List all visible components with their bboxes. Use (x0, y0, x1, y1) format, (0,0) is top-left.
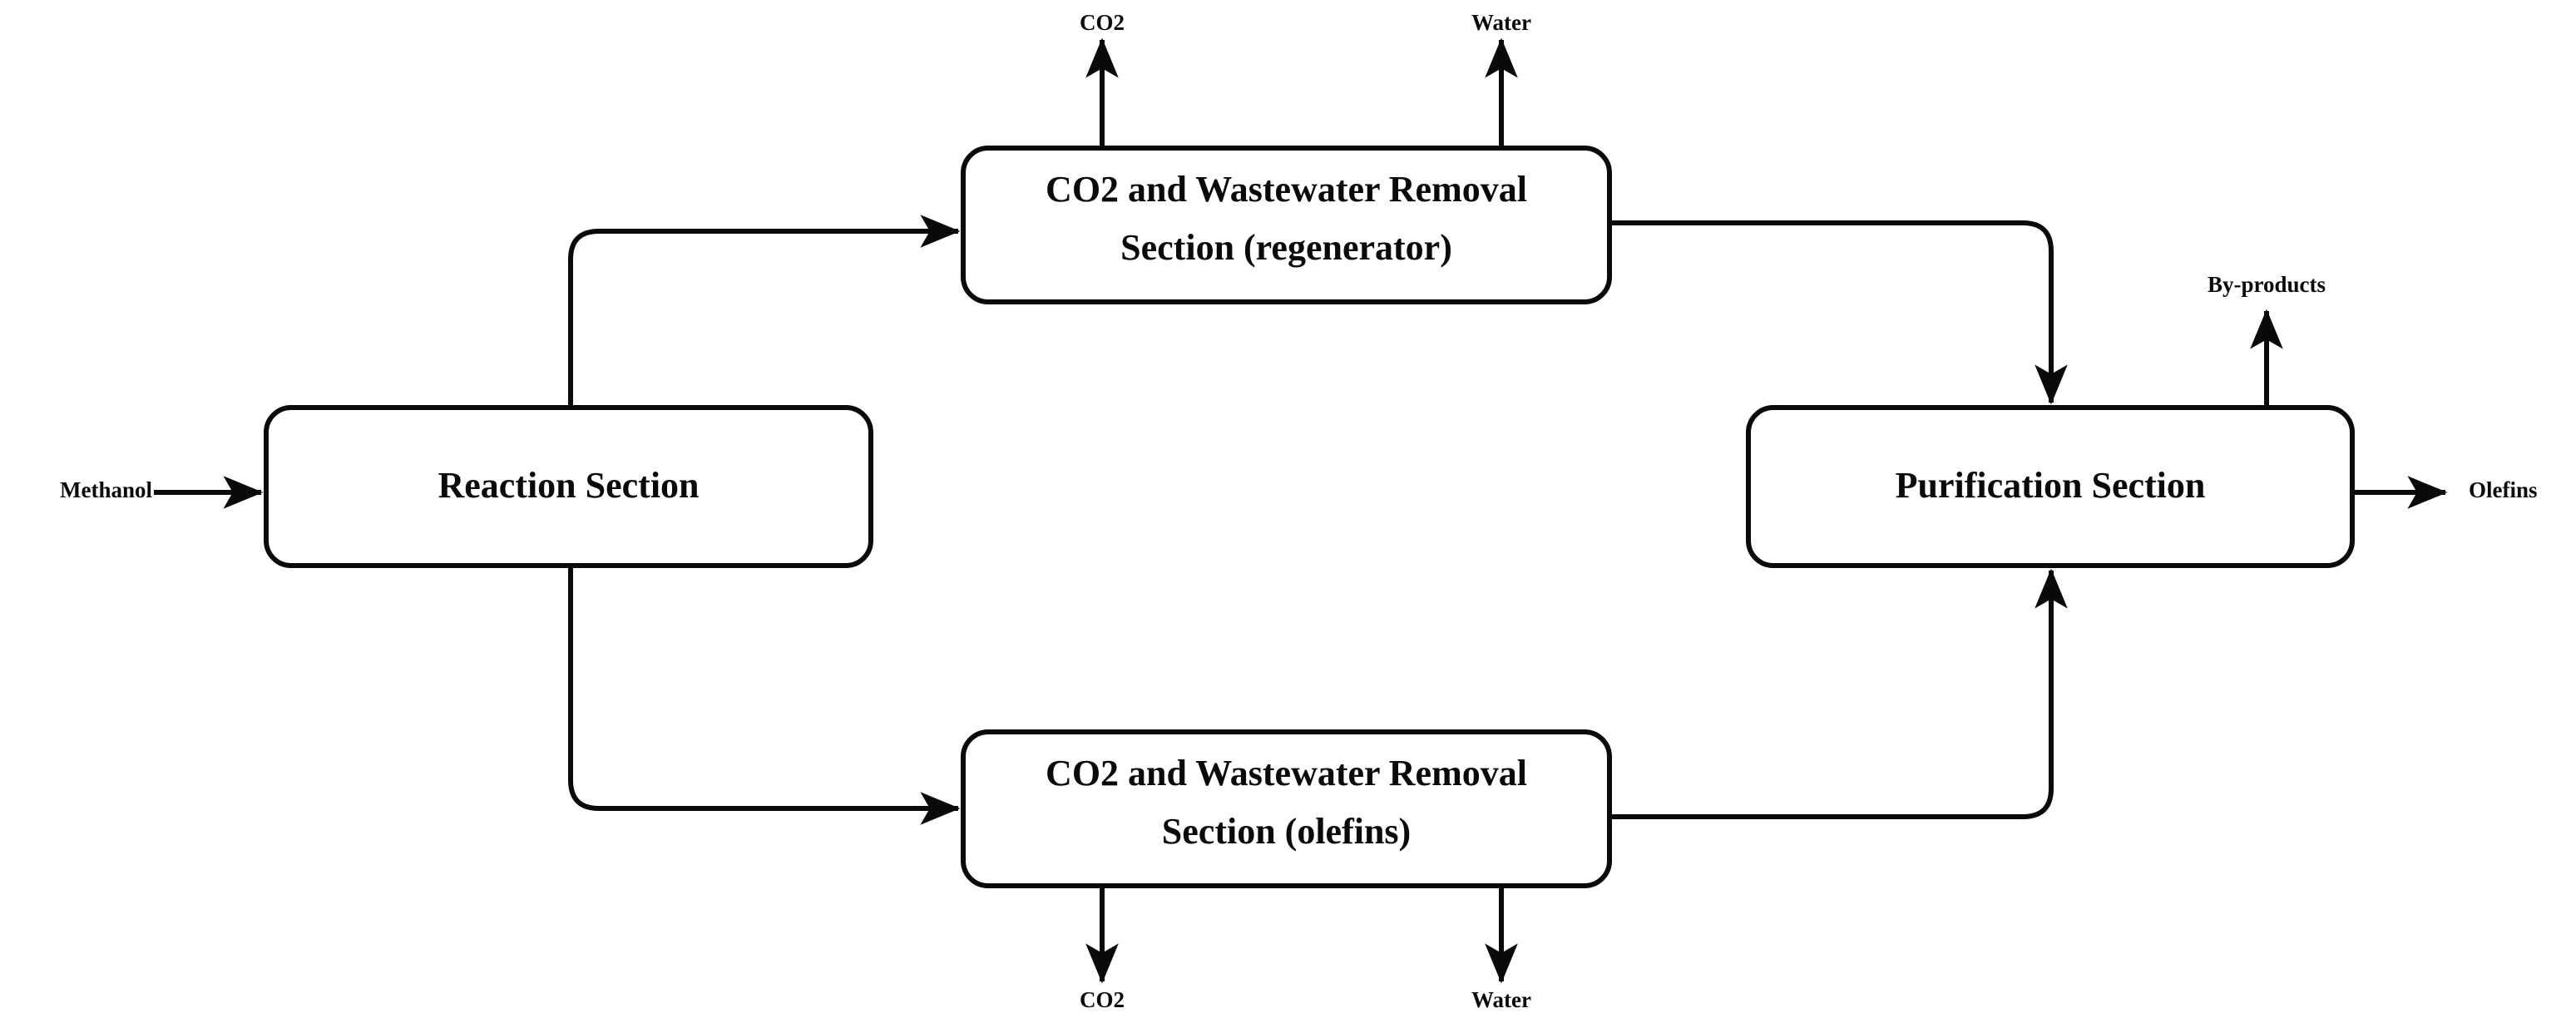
regenerator-to-purification-arrow (1609, 220, 2068, 405)
olefins-removal-block[interactable]: CO2 and Wastewater Removal Section (olef… (961, 729, 1612, 888)
olefins-removal-label-line2: Section (olefins) (1162, 811, 1411, 852)
regenerator-removal-label-line1: CO2 and Wastewater Removal (1046, 169, 1527, 210)
regenerator-water-stream-label: Water (1471, 10, 1531, 35)
reaction-to-olefins-removal-arrow (568, 566, 961, 825)
reaction-section-label: Reaction Section (438, 465, 699, 506)
reaction-section-block[interactable]: Reaction Section (264, 405, 873, 568)
olefins-removal-label-line1: CO2 and Wastewater Removal (1046, 753, 1527, 793)
reaction-to-regenerator-arrow (568, 215, 961, 408)
olefins-removal-water-stream-label: Water (1471, 987, 1531, 1012)
regenerator-removal-block[interactable]: CO2 and Wastewater Removal Section (rege… (961, 146, 1612, 304)
purification-section-box[interactable] (1746, 405, 2355, 568)
co2-wastewater-removal-olefins-box[interactable] (961, 729, 1612, 888)
regenerator-removal-label-line2: Section (regenerator) (1120, 227, 1452, 268)
olefins-removal-to-purification-arrow (1609, 568, 2068, 819)
regenerator-co2-stream-label: CO2 (1080, 10, 1125, 35)
reaction-section-box[interactable] (264, 405, 873, 568)
co2-wastewater-removal-regenerator-box[interactable] (961, 146, 1612, 304)
purification-section-label: Purification Section (1896, 465, 2206, 506)
purification-section-block[interactable]: Purification Section (1746, 405, 2355, 568)
by-products-stream-label: By-products (2208, 272, 2326, 297)
olefins-product-stream-label: Olefins (2469, 477, 2538, 502)
olefins-removal-co2-stream-label: CO2 (1080, 987, 1125, 1012)
methanol-stream-label: Methanol (60, 477, 152, 502)
